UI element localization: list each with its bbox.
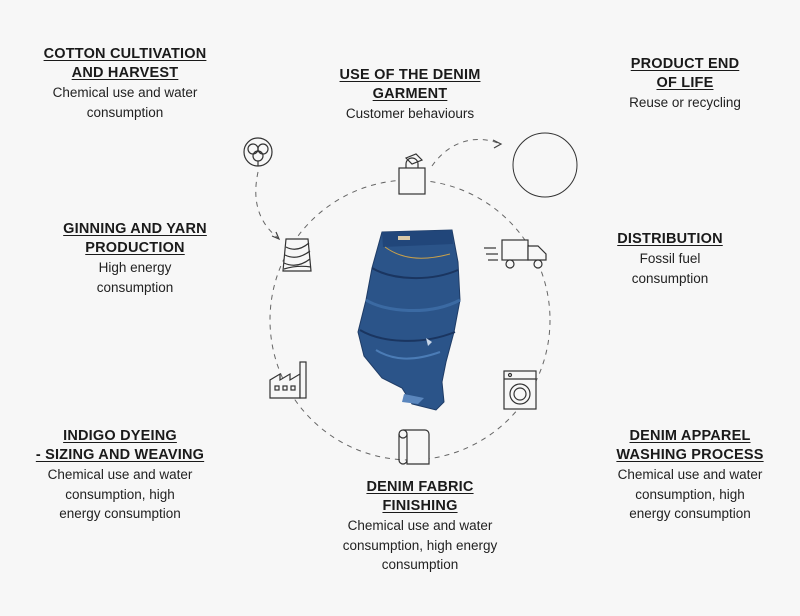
- stage-endoflife-title: PRODUCT END OF LIFE: [610, 55, 760, 93]
- cotton-to-ginning-arrow: [255, 171, 279, 239]
- stage-title-line: USE OF THE DENIM: [339, 67, 481, 83]
- stage-title-line: WASHING PROCESS: [616, 447, 764, 463]
- stage-title-line: - SIZING AND WEAVING: [35, 447, 205, 463]
- stage-endoflife: PRODUCT END OF LIFE Reuse or recycling: [610, 55, 760, 113]
- stage-desc-line: Chemical use and water: [47, 467, 193, 482]
- stage-cotton: COTTON CULTIVATION AND HARVEST Chemical …: [30, 45, 220, 122]
- stage-title-line: PRODUCTION: [85, 240, 185, 256]
- stage-distribution: DISTRIBUTION Fossil fuel consumption: [600, 230, 740, 288]
- stage-washing: DENIM APPAREL WASHING PROCESS Chemical u…: [590, 427, 790, 524]
- stage-use: USE OF THE DENIM GARMENT Customer behavi…: [320, 66, 500, 124]
- stage-finishing-desc: Chemical use and water consumption, high…: [320, 516, 520, 575]
- stage-ginning: GINNING AND YARN PRODUCTION High energy …: [45, 220, 225, 297]
- stage-title-line: DENIM APPAREL: [629, 428, 751, 444]
- stage-desc-line: consumption: [96, 279, 174, 295]
- stage-dyeing: INDIGO DYEING - SIZING AND WEAVING Chemi…: [20, 427, 220, 524]
- stage-distribution-desc: Fossil fuel consumption: [600, 249, 740, 288]
- stage-desc-line: Chemical use and water: [347, 518, 493, 533]
- stage-desc-line: consumption: [631, 270, 709, 286]
- stage-desc-line: High energy: [98, 260, 172, 275]
- cotton-icon: [243, 137, 273, 167]
- stage-finishing-title: DENIM FABRIC FINISHING: [320, 478, 520, 516]
- stage-use-title: USE OF THE DENIM GARMENT: [320, 66, 500, 104]
- denim-jeans-image: [357, 229, 461, 411]
- stage-washing-desc: Chemical use and water consumption, high…: [590, 465, 790, 524]
- stage-use-desc: Customer behaviours: [320, 104, 500, 124]
- stage-finishing: DENIM FABRIC FINISHING Chemical use and …: [320, 478, 520, 575]
- stage-title-line: PRODUCT END: [630, 56, 740, 72]
- stage-desc-line: energy consumption: [59, 506, 181, 521]
- stage-title-line: AND HARVEST: [71, 65, 179, 81]
- stage-title-line: COTTON CULTIVATION: [43, 46, 207, 62]
- yarn-cone-icon: [282, 238, 312, 272]
- stage-title-line: GINNING AND YARN: [63, 221, 207, 237]
- stage-desc-line: Reuse or recycling: [629, 95, 741, 110]
- stage-title-line: DENIM FABRIC: [366, 479, 474, 495]
- stage-cotton-title: COTTON CULTIVATION AND HARVEST: [30, 45, 220, 83]
- fabric-roll-icon: [398, 429, 430, 465]
- stage-desc-line: consumption: [381, 557, 459, 572]
- stage-title-line: DISTRIBUTION: [617, 231, 723, 247]
- stage-washing-title: DENIM APPAREL WASHING PROCESS: [590, 427, 790, 465]
- delivery-truck-icon: [484, 239, 547, 269]
- use-to-endoflife-arrow: [431, 138, 501, 167]
- stage-ginning-title: GINNING AND YARN PRODUCTION: [45, 220, 225, 258]
- stage-desc-line: Chemical use and water: [52, 85, 198, 100]
- end-of-life-circle: [512, 132, 578, 198]
- factory-icon: [269, 361, 307, 399]
- stage-desc-line: consumption: [86, 104, 164, 120]
- stage-ginning-desc: High energy consumption: [45, 258, 225, 297]
- lifecycle-ring: [269, 179, 551, 461]
- stage-title-line: OF LIFE: [656, 75, 714, 91]
- stage-title-line: INDIGO DYEING: [63, 428, 177, 444]
- stage-desc-line: Chemical use and water: [617, 467, 763, 482]
- stage-dyeing-title: INDIGO DYEING - SIZING AND WEAVING: [20, 427, 220, 465]
- stage-title-line: GARMENT: [372, 86, 448, 102]
- stage-desc-line: Customer behaviours: [345, 106, 475, 121]
- stage-dyeing-desc: Chemical use and water consumption, high…: [20, 465, 220, 524]
- stage-desc-line: consumption, high: [635, 486, 745, 502]
- stage-endoflife-desc: Reuse or recycling: [610, 93, 760, 113]
- stage-distribution-title: DISTRIBUTION: [600, 230, 740, 249]
- stage-desc-line: Fossil fuel: [639, 251, 701, 266]
- stage-desc-line: consumption, high energy: [342, 537, 498, 553]
- stage-desc-line: energy consumption: [629, 506, 751, 521]
- washing-machine-icon: [503, 370, 537, 410]
- stage-desc-line: consumption, high: [65, 486, 175, 502]
- stage-title-line: FINISHING: [382, 498, 458, 514]
- shopping-bag-icon: [398, 153, 426, 195]
- stage-cotton-desc: Chemical use and water consumption: [30, 83, 220, 122]
